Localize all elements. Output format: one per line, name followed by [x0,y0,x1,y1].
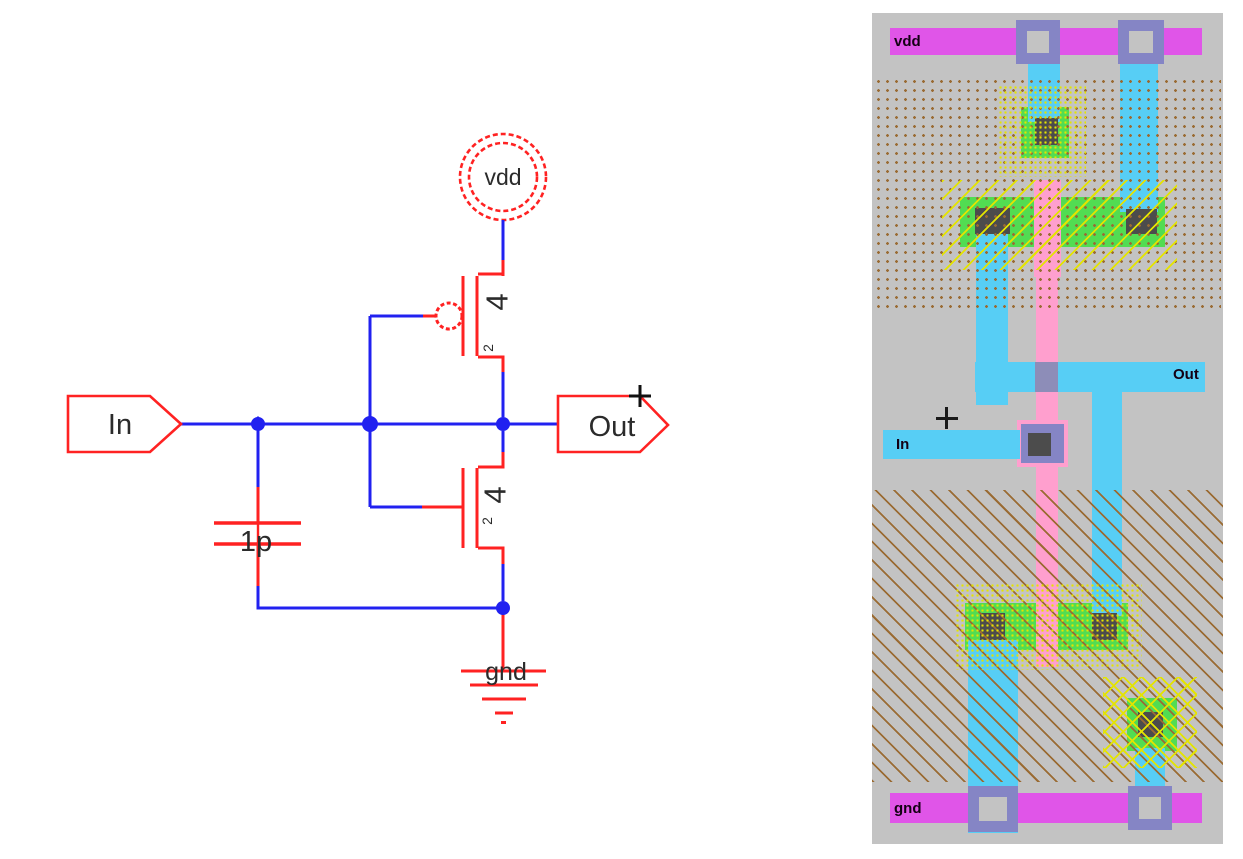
vdd-power-symbol[interactable]: vdd [458,132,548,222]
pmos-contact-right[interactable] [1126,209,1157,234]
layout-out-label: Out [1173,366,1199,383]
out-port[interactable]: Out [556,394,670,454]
out-poly-crossing [1035,362,1058,392]
pmos-length-label: 2 [480,344,496,352]
pmos-transistor[interactable] [434,260,505,372]
junction-dots [250,416,510,615]
poly-route-lower[interactable] [1036,467,1058,667]
schematic-cursor-crosshair [629,385,651,407]
nmos-contact-right[interactable] [1092,613,1117,640]
in-port[interactable]: In [66,394,183,454]
gnd-label: gnd [485,658,527,686]
pmos-gate-poly[interactable] [1034,180,1061,277]
gnd-via-1[interactable] [968,786,1018,832]
nmos-length-label: 2 [479,517,495,525]
layout-panel: vdd gnd [872,13,1223,844]
gnd-rail-label: gnd [894,800,922,817]
poly-contact-cut [1028,433,1051,456]
layout-cursor-crosshair [945,407,948,429]
metal1-in-trace[interactable] [883,430,1020,459]
nwell-tap-contact[interactable] [1035,118,1058,145]
schematic-panel: vdd [66,132,670,724]
vdd-rail-label: vdd [894,33,921,50]
metal1-out-to-nmos-drain[interactable] [1092,392,1122,616]
poly-route-upper[interactable] [1036,277,1058,420]
nmos-contact-left[interactable] [980,613,1005,640]
out-port-label: Out [589,411,636,443]
pmos-width-label: 4 [480,293,515,310]
pmos-gate-bubble [434,301,464,331]
vdd-via-1[interactable] [1016,20,1060,64]
pmos-contact-left[interactable] [975,208,1010,234]
gnd-symbol[interactable] [461,669,546,724]
substrate-tap-contact[interactable] [1138,712,1163,737]
in-port-label: In [108,409,132,441]
vdd-via-2[interactable] [1118,20,1164,64]
layout-in-label: In [896,436,910,453]
schematic-wires[interactable] [181,220,558,610]
metal1-out-bar[interactable] [975,362,1205,392]
capacitor[interactable] [214,521,301,546]
wire-cap-bottom [256,586,503,610]
gnd-via-2[interactable] [1128,786,1172,830]
capacitor-value-label: 1p [240,526,272,558]
metal1-vdd-to-pmos-source[interactable] [1120,55,1158,212]
nmos-width-label: 4 [478,486,513,503]
vdd-label: vdd [484,164,521,190]
metal1-vdd-to-welltap[interactable] [1028,55,1060,122]
nmos-transistor[interactable] [461,452,505,564]
